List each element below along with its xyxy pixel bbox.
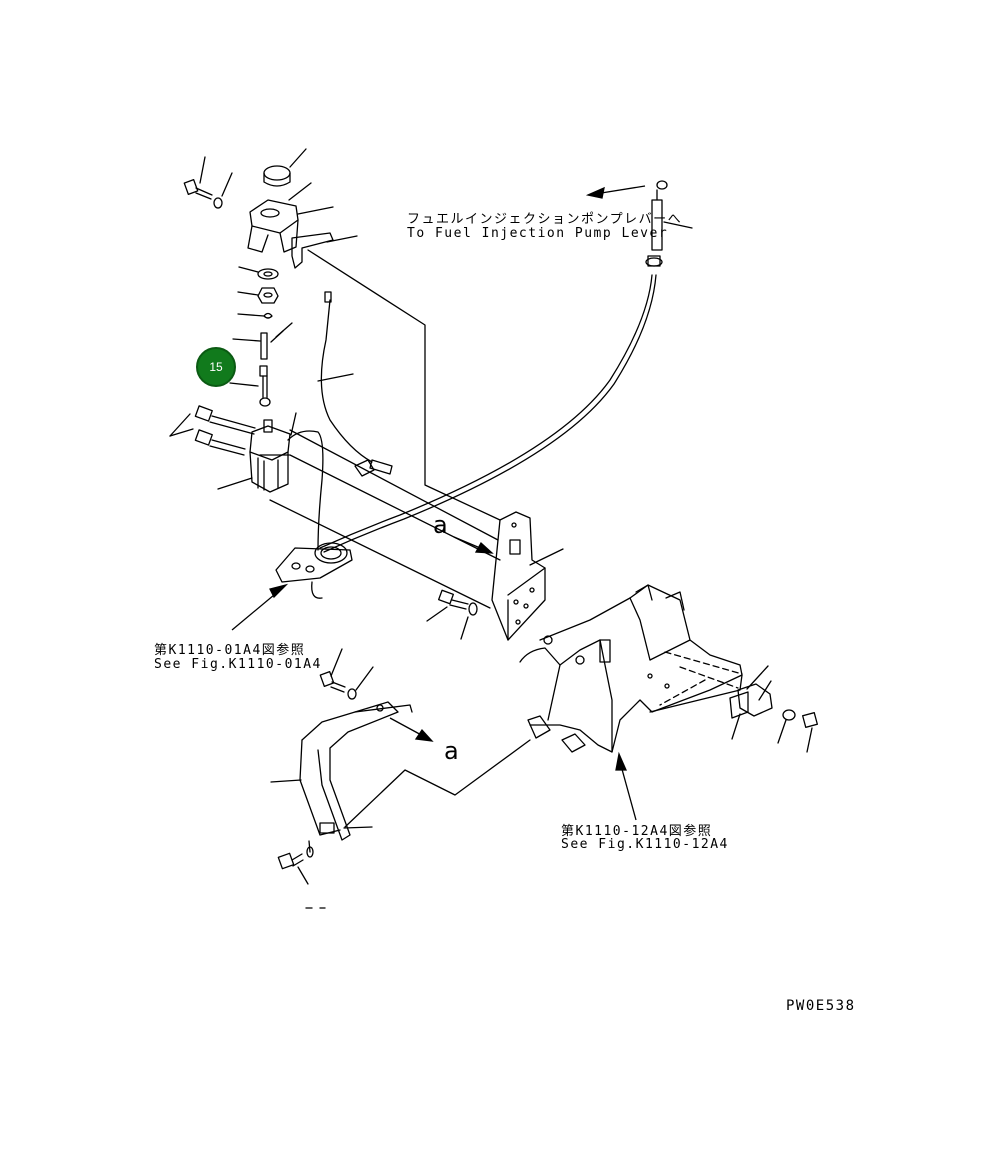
assembly-lines (259, 249, 743, 828)
callout-number: 15 (209, 360, 223, 374)
ref-left-jp: 第K1110-01A4図参照 (154, 643, 306, 658)
actuator-assembly (194, 291, 393, 551)
callout-badge: 15 (196, 347, 236, 387)
lever-plate (275, 542, 353, 599)
throttle-knob-assembly (183, 165, 334, 407)
drawing-number: PW0E538 (786, 998, 856, 1014)
lower-bracket (277, 671, 413, 870)
fuel-pump-note-jp: フュエルインジェクションポンプレバーへ (407, 212, 683, 227)
view-label-a-upper: a (433, 511, 448, 539)
arrows (231, 185, 646, 821)
leader-lines (169, 148, 813, 909)
throttle-cable (319, 180, 668, 553)
ref-right-jp: 第K1110-12A4図参照 (561, 824, 713, 839)
ref-left-en: See Fig.K1110-01A4 (154, 657, 322, 672)
frame-bracket (519, 584, 743, 753)
upper-bracket (438, 511, 546, 641)
view-label-a-lower: a (444, 737, 459, 765)
switch-block (729, 683, 818, 728)
ref-right-en: See Fig.K1110-12A4 (561, 837, 729, 852)
fuel-pump-note-en: To Fuel Injection Pump Lever (407, 226, 669, 241)
